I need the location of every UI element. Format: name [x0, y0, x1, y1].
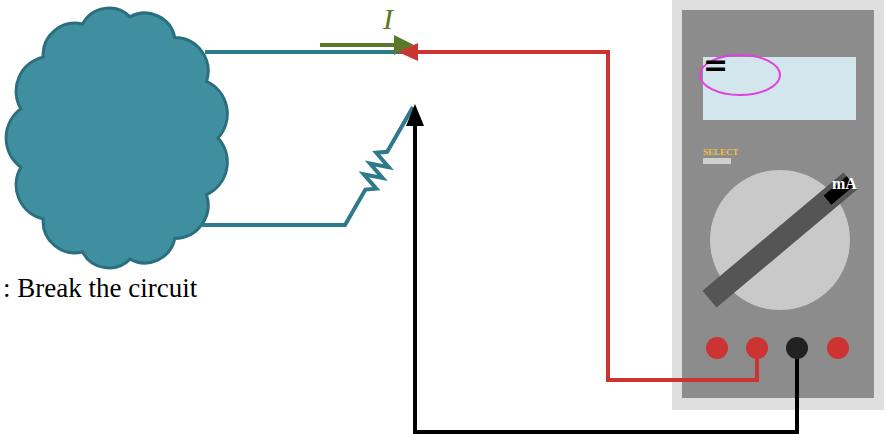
- red-lead-arrowhead: [398, 43, 418, 61]
- circuit-cloud: [6, 8, 227, 268]
- circuit-wire: [205, 50, 402, 54]
- instruction-note: : Break the circuit: [3, 274, 197, 304]
- input-terminal: [706, 337, 728, 359]
- input-terminal: [827, 337, 849, 359]
- select-label: SELECT: [703, 148, 739, 157]
- multimeter: = SELECT mA: [672, 0, 884, 410]
- current-label: I: [383, 2, 393, 35]
- input-terminal: [746, 337, 768, 359]
- resistor-symbol: [200, 107, 413, 225]
- input-terminal: [786, 337, 808, 359]
- range-label: mA: [832, 176, 857, 192]
- black-lead-arrowhead: [406, 104, 424, 126]
- current-arrow: [320, 43, 398, 47]
- dc-symbol: =: [703, 50, 728, 80]
- select-button: [703, 158, 731, 164]
